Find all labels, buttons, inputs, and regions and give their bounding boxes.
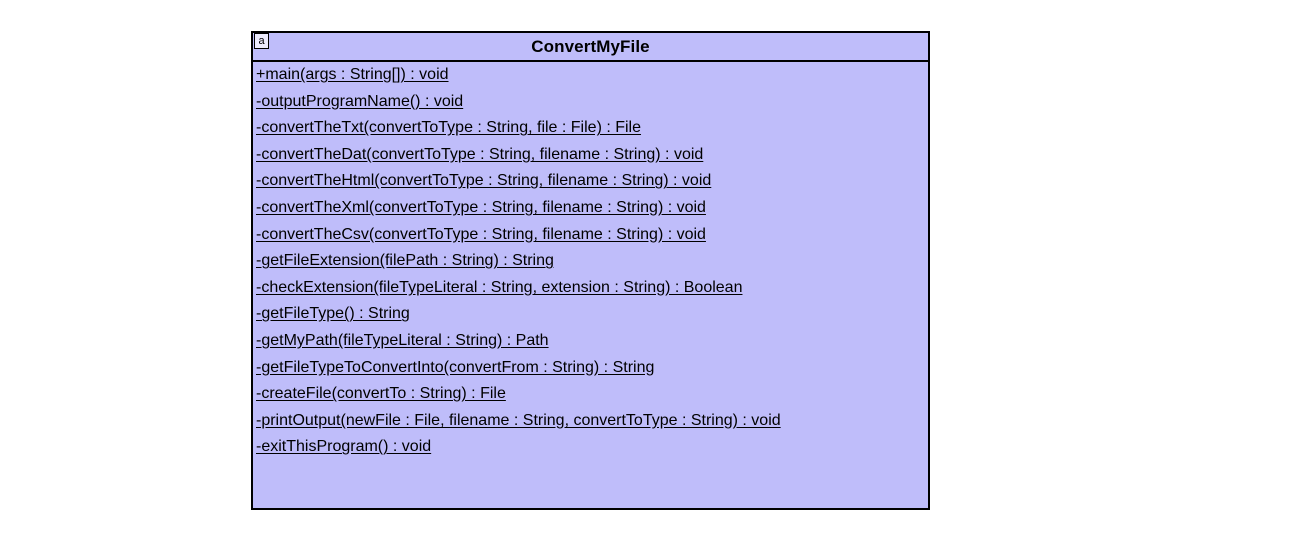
uml-operation-text: -getMyPath(fileTypeLiteral : String) : P… [256, 331, 549, 349]
uml-operation: -getMyPath(fileTypeLiteral : String) : P… [253, 328, 928, 355]
uml-class-header: a ConvertMyFile [253, 33, 928, 62]
uml-operation: -convertTheCsv(convertToType : String, f… [253, 222, 928, 249]
uml-operation: -getFileExtension(filePath : String) : S… [253, 248, 928, 275]
uml-operation-text: -printOutput(newFile : File, filename : … [256, 411, 781, 429]
uml-operation: -getFileTypeToConvertInto(convertFrom : … [253, 355, 928, 382]
uml-operation: -convertTheHtml(convertToType : String, … [253, 168, 928, 195]
uml-operation-text: -outputProgramName() : void [256, 92, 464, 110]
uml-operation: +main(args : String[]) : void [253, 62, 928, 89]
uml-operation: -exitThisProgram() : void [253, 434, 928, 461]
uml-operation-text: -convertTheDat(convertToType : String, f… [256, 145, 704, 163]
uml-operation: -checkExtension(fileTypeLiteral : String… [253, 275, 928, 302]
uml-operation: -printOutput(newFile : File, filename : … [253, 408, 928, 435]
uml-operation-text: -createFile(convertTo : String) : File [256, 385, 506, 403]
uml-operation-text: -convertTheXml(convertToType : String, f… [256, 198, 706, 216]
uml-operation: -convertTheXml(convertToType : String, f… [253, 195, 928, 222]
uml-operation-text: -exitThisProgram() : void [256, 438, 432, 456]
uml-operation: -createFile(convertTo : String) : File [253, 381, 928, 408]
uml-class-convertmyfile[interactable]: a ConvertMyFile +main(args : String[]) :… [251, 31, 930, 510]
uml-operation-text: -getFileTypeToConvertInto(convertFrom : … [256, 358, 655, 376]
uml-operation: -outputProgramName() : void [253, 89, 928, 116]
uml-operation-text: -getFileExtension(filePath : String) : S… [256, 252, 554, 270]
uml-operation-text: +main(args : String[]) : void [256, 66, 449, 83]
uml-operation-text: -getFileType() : String [256, 305, 410, 323]
uml-operation: -convertTheDat(convertToType : String, f… [253, 142, 928, 169]
uml-operation: -convertTheTxt(convertToType : String, f… [253, 115, 928, 142]
uml-class-name: ConvertMyFile [531, 37, 650, 56]
uml-operation-text: -convertTheCsv(convertToType : String, f… [256, 225, 706, 243]
uml-operation-text: -convertTheTxt(convertToType : String, f… [256, 119, 642, 137]
uml-operation: -getFileType() : String [253, 301, 928, 328]
stereotype-marker-icon: a [254, 33, 269, 49]
uml-operations-compartment: +main(args : String[]) : void -outputPro… [253, 62, 928, 508]
uml-operation-text: -convertTheHtml(convertToType : String, … [256, 172, 712, 190]
uml-operation-text: -checkExtension(fileTypeLiteral : String… [256, 278, 743, 296]
